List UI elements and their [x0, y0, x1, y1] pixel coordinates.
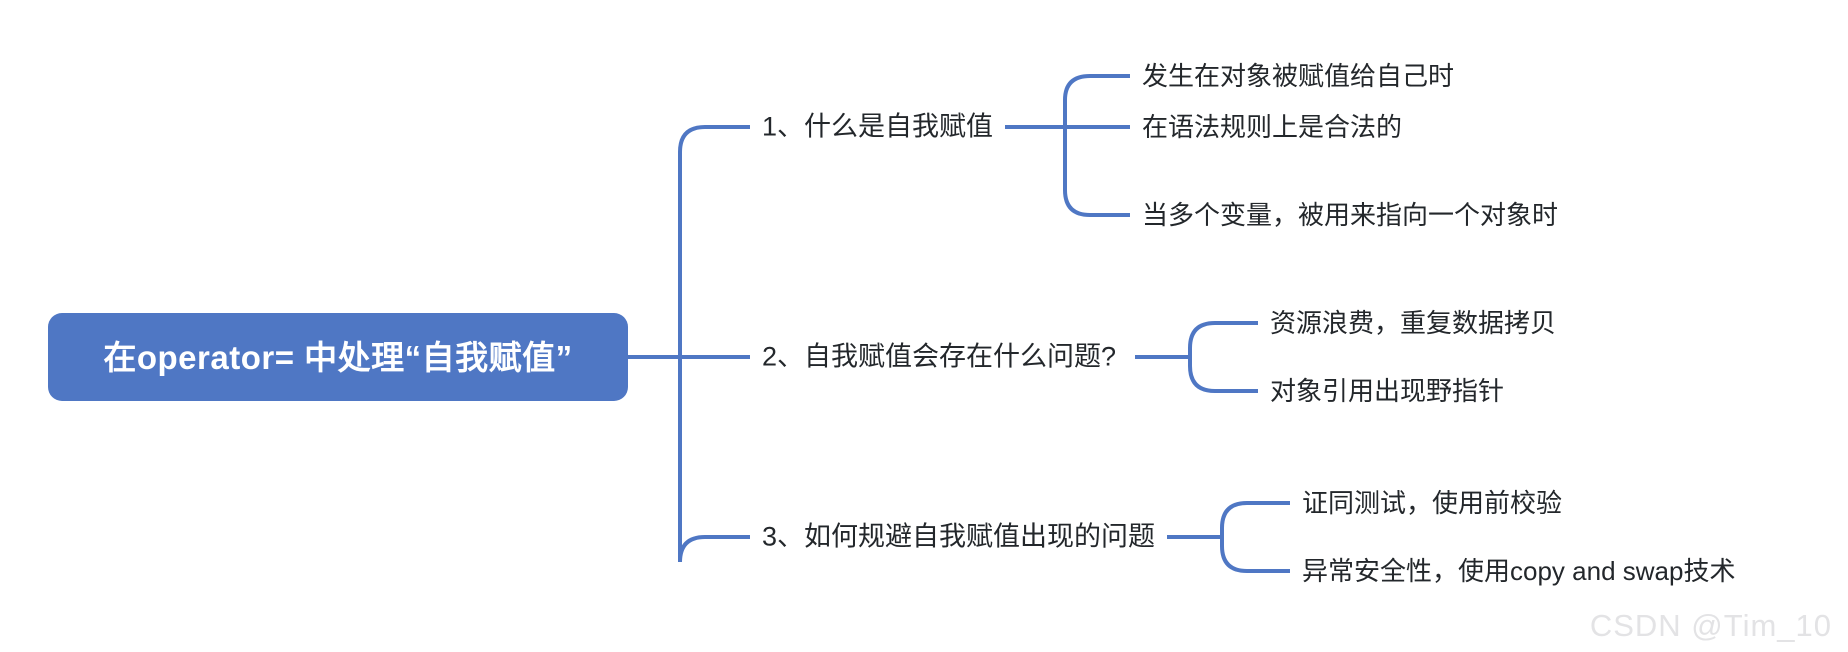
leaf-node-1-3-label: 当多个变量，被用来指向一个对象时	[1142, 200, 1559, 230]
leaf-node-1-2-label: 在语法规则上是合法的	[1142, 112, 1403, 142]
root-node-label: 在operator= 中处理“自我赋值”	[103, 338, 573, 376]
branch-node-1[interactable]: 1、什么是自我赋值	[762, 111, 994, 142]
leaf-node-2-1[interactable]: 资源浪费，重复数据拷贝	[1270, 310, 1556, 336]
wire-branch-3-child-1	[1220, 501, 1290, 529]
wire-branch-2-child-1	[1188, 321, 1258, 349]
branch-node-2-label: 2、自我赋值会存在什么问题?	[762, 341, 1117, 372]
leaf-node-3-2-label: 异常安全性，使用copy and swap技术	[1302, 556, 1736, 586]
leaf-node-1-1[interactable]: 发生在对象被赋值给自己时	[1142, 63, 1454, 89]
leaf-node-2-1-label: 资源浪费，重复数据拷贝	[1270, 308, 1557, 338]
branch-node-3[interactable]: 3、如何规避自我赋值出现的问题	[762, 521, 1156, 552]
leaf-node-1-3[interactable]: 当多个变量，被用来指向一个对象时	[1142, 202, 1558, 228]
leaf-node-2-2-label: 对象引用出现野指针	[1270, 376, 1505, 406]
watermark: CSDN @Tim_10	[1589, 608, 1832, 643]
leaf-node-1-1-label: 发生在对象被赋值给自己时	[1142, 61, 1455, 91]
wire-branch-2-child-2	[1188, 365, 1258, 393]
branch-node-2[interactable]: 2、自我赋值会存在什么问题?	[762, 341, 1117, 372]
wire-branch-1-child-3	[1063, 189, 1130, 217]
leaf-node-2-2[interactable]: 对象引用出现野指针	[1270, 378, 1504, 404]
leaf-node-3-1-label: 证同测试，使用前校验	[1302, 488, 1563, 518]
leaf-node-3-2[interactable]: 异常安全性，使用copy and swap技术	[1302, 558, 1735, 584]
wire-branch-3-child-2	[1220, 545, 1290, 573]
wire-branch-1	[678, 125, 750, 153]
leaf-node-3-1[interactable]: 证同测试，使用前校验	[1302, 490, 1562, 516]
branch-node-1-label: 1、什么是自我赋值	[762, 111, 994, 142]
wire-branch-1-child-1	[1063, 74, 1130, 101]
root-node[interactable]: 在operator= 中处理“自我赋值”	[48, 313, 628, 401]
leaf-node-1-2[interactable]: 在语法规则上是合法的	[1142, 114, 1402, 140]
wire-branch-3	[678, 535, 750, 563]
branch-node-3-label: 3、如何规避自我赋值出现的问题	[762, 521, 1156, 552]
